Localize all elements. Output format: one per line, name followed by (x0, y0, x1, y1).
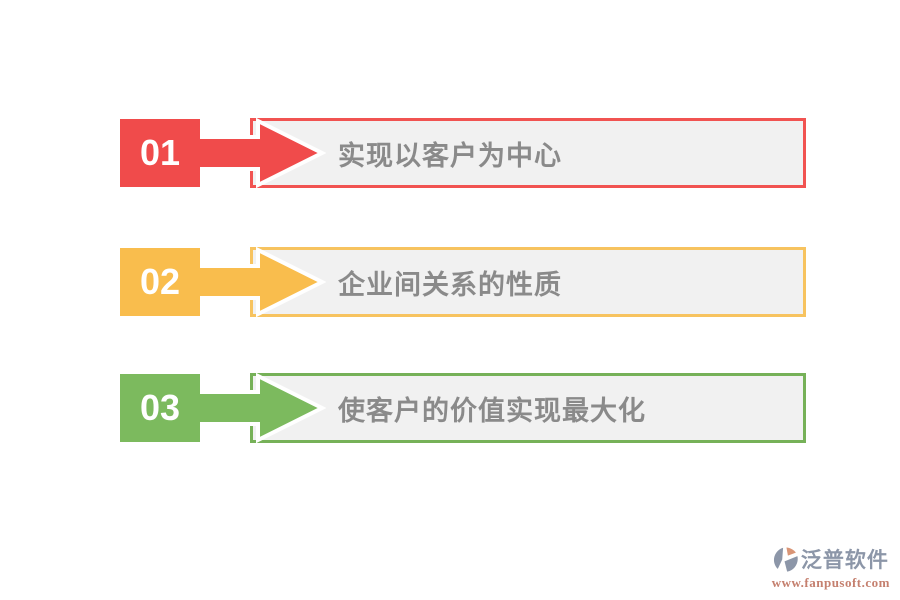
step-3-number: 03 (139, 387, 181, 428)
step-3-arrow-icon (200, 373, 326, 443)
footer-watermark: 泛普软件 www.fanpusoft.com (772, 544, 890, 591)
step-1-number-box: 01 (120, 119, 200, 187)
step-2-panel: 企业间关系的性质 (250, 247, 806, 317)
brand-name: 泛普软件 (800, 549, 889, 572)
step-row-3: 03 使客户的价值实现最大化 (120, 373, 820, 443)
step-3-panel: 使客户的价值实现最大化 (250, 373, 806, 443)
fanpu-logo-icon (773, 546, 798, 572)
brand-url: www.fanpusoft.com (771, 575, 890, 590)
step-1-panel: 实现以客户为中心 (250, 118, 806, 188)
step-3-number-box: 03 (120, 374, 200, 442)
brand-line: 泛普软件 (773, 544, 889, 574)
step-1-label: 实现以客户为中心 (338, 140, 562, 171)
step-1-arrow-icon (200, 118, 326, 188)
step-2-arrow-icon (200, 247, 326, 317)
step-1-number: 01 (139, 132, 181, 173)
step-row-2: 02 企业间关系的性质 (120, 247, 820, 317)
step-2-number-box: 02 (120, 248, 200, 316)
step-row-1: 01 实现以客户为中心 (120, 118, 820, 188)
step-2-label: 企业间关系的性质 (338, 269, 562, 300)
step-2-number: 02 (139, 261, 181, 302)
step-3-label: 使客户的价值实现最大化 (338, 395, 646, 426)
